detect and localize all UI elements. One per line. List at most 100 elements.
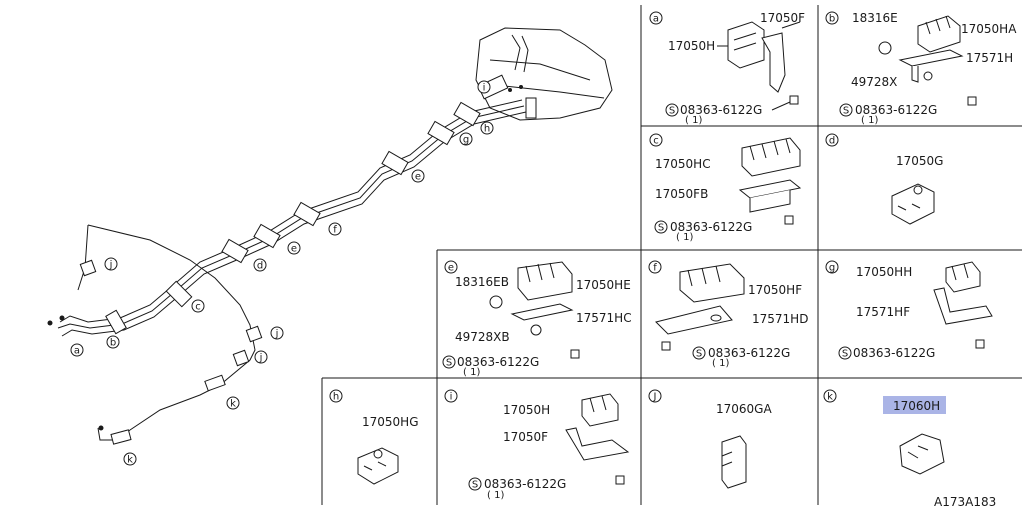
detail-panel-b: b 18316E 17050HA 17571H 49728X S 08363-6…: [825, 11, 1017, 126]
clip-part: [517, 261, 573, 301]
svg-text:i: i: [450, 392, 453, 403]
callout-circle: b: [106, 335, 120, 349]
detail-panel-f: f 17050HF 17571HD S 08363-6122G ( 1): [648, 260, 808, 369]
clip-part: [679, 263, 745, 303]
panel-letter: d: [825, 133, 839, 147]
part-label: 17571HC: [576, 311, 632, 325]
panel-grid: [321, 5, 1022, 505]
callout-circle: h: [480, 121, 494, 135]
part-label: 17571HD: [752, 312, 808, 326]
part-label: 17050FB: [655, 187, 708, 201]
svg-text:j: j: [109, 260, 113, 271]
svg-text:g: g: [463, 135, 469, 146]
part-label: 08363-6122G: [708, 346, 790, 360]
highlighted-part-box: [883, 396, 946, 414]
svg-text:b: b: [829, 14, 835, 25]
panel-letter: k: [823, 389, 837, 403]
panel-letter: a: [649, 11, 663, 25]
part-label[interactable]: 17060H: [893, 399, 940, 413]
svg-text:k: k: [127, 455, 133, 466]
panel-letter: h: [329, 389, 343, 403]
panel-letter: i: [444, 389, 458, 403]
svg-text:S: S: [446, 358, 452, 369]
callout-circle: j: [104, 257, 118, 271]
svg-text:h: h: [333, 392, 339, 403]
detail-panel-k: k 17060H: [823, 389, 946, 475]
callout-circle: i: [477, 80, 491, 94]
screw-icon: S: [692, 346, 706, 360]
callout-circle: k: [226, 396, 240, 410]
bracket-part: [933, 287, 993, 325]
part-label: 17050F: [760, 11, 805, 25]
svg-text:S: S: [669, 106, 675, 117]
panel-letter: e: [444, 260, 458, 274]
svg-text:i: i: [483, 83, 486, 94]
clip-part: [899, 433, 945, 475]
svg-text:h: h: [484, 124, 490, 135]
callout-circle: j: [270, 326, 284, 340]
clip-part: [727, 21, 765, 69]
clip-part: [945, 261, 981, 293]
clip-part: [741, 137, 801, 177]
callout-circle: c: [191, 299, 205, 313]
part-label: 17050HF: [748, 283, 802, 297]
part-label: 08363-6122G: [484, 477, 566, 491]
svg-text:S: S: [472, 480, 478, 491]
bracket-part: [565, 427, 630, 461]
svg-text:k: k: [230, 399, 236, 410]
svg-text:S: S: [696, 349, 702, 360]
detail-panel-d: d 17050G: [825, 133, 943, 225]
part-label: 08363-6122G: [853, 346, 935, 360]
detail-panel-c: c 17050HC 17050FB S 08363-6122G ( 1): [649, 133, 802, 243]
callout-circle: f: [328, 222, 342, 236]
part-label: 17050H: [503, 403, 550, 417]
svg-text:g: g: [829, 263, 835, 274]
part-label: 17571H: [966, 51, 1013, 65]
svg-text:S: S: [658, 223, 664, 234]
part-label: 17060GA: [716, 402, 772, 416]
callout-circle: k: [123, 452, 137, 466]
part-label: 49728XB: [455, 330, 510, 344]
part-label: 08363-6122G: [855, 103, 937, 117]
quantity-label: ( 1): [712, 358, 729, 369]
overview-drawing: [47, 27, 613, 445]
bracket-part: [898, 49, 964, 67]
diagram-code: A173A183: [934, 495, 996, 509]
svg-text:d: d: [257, 261, 263, 272]
bracket-part: [738, 179, 802, 199]
callout-circle: j: [254, 350, 268, 364]
screw-icon: S: [665, 103, 679, 117]
clip-part: [581, 393, 619, 427]
svg-text:j: j: [275, 329, 279, 340]
svg-text:e: e: [415, 172, 421, 183]
overview-callouts: a b c d e f e g h i j j j k k: [70, 80, 494, 466]
screw-icon: S: [468, 477, 482, 491]
svg-text:b: b: [110, 338, 116, 349]
svg-text:S: S: [843, 106, 849, 117]
quantity-label: ( 1): [676, 232, 693, 243]
part-label: 17050H: [668, 39, 715, 53]
part-label: 08363-6122G: [457, 355, 539, 369]
part-label: 17050HC: [655, 157, 711, 171]
screw-icon: S: [838, 346, 852, 360]
screw-icon: S: [442, 355, 456, 369]
clip-part: [721, 435, 747, 489]
quantity-label: ( 1): [861, 115, 878, 126]
callout-circle: e: [411, 169, 425, 183]
detail-panel-a: a 17050F 17050H S 08363-6122G ( 1): [649, 11, 805, 126]
part-label: 17571HF: [856, 305, 910, 319]
detail-panel-e: e 18316EB 17050HE 17571HC 49728XB S 0836…: [442, 260, 632, 378]
clip-part: [357, 447, 399, 485]
svg-text:c: c: [195, 302, 201, 313]
callout-circle: d: [253, 258, 267, 272]
clip-part: [917, 15, 961, 53]
part-label: 17050F: [503, 430, 548, 444]
svg-text:a: a: [653, 14, 659, 25]
quantity-label: ( 1): [463, 367, 480, 378]
svg-text:c: c: [653, 136, 659, 147]
svg-text:k: k: [827, 392, 833, 403]
svg-text:a: a: [74, 346, 80, 357]
callout-circle: a: [70, 343, 84, 357]
part-label: 17050HH: [856, 265, 912, 279]
